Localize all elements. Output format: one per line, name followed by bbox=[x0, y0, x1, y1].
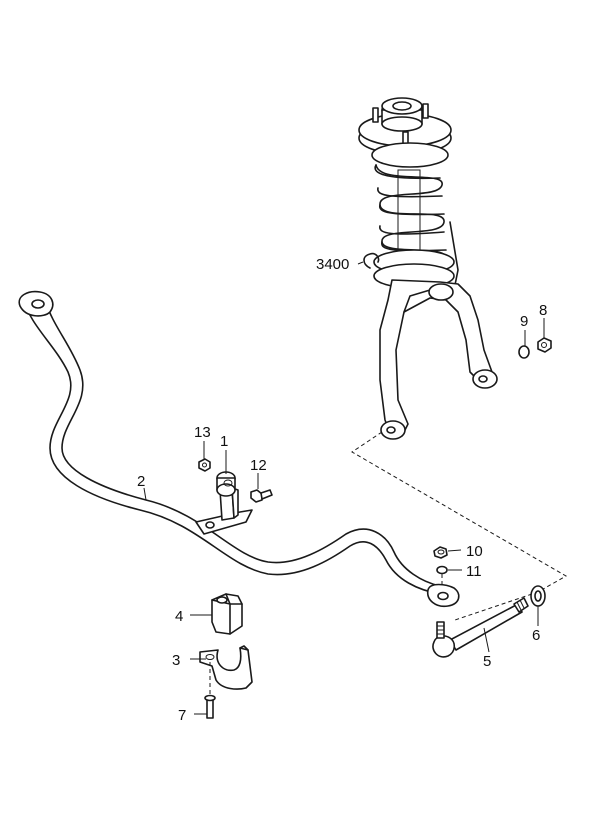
nut-10 bbox=[433, 546, 448, 559]
link-5 bbox=[432, 597, 529, 658]
callout-3: 3 bbox=[172, 652, 180, 669]
leader-lines bbox=[143, 261, 545, 715]
callout-8: 8 bbox=[539, 302, 547, 319]
callout-11: 11 bbox=[466, 563, 482, 580]
bolt-12 bbox=[250, 489, 273, 503]
assembly-line bbox=[351, 431, 568, 621]
callout-13: 13 bbox=[194, 424, 211, 441]
washer-9 bbox=[518, 345, 530, 359]
clip-3400 bbox=[363, 252, 380, 269]
callout-9: 9 bbox=[520, 313, 528, 330]
callout-1: 1 bbox=[220, 433, 228, 450]
nut-8 bbox=[537, 337, 552, 353]
bracket-1 bbox=[195, 471, 253, 535]
callout-6: 6 bbox=[532, 627, 540, 644]
washer-11 bbox=[436, 565, 448, 586]
callout-4: 4 bbox=[175, 608, 183, 625]
bushing-4 bbox=[211, 593, 243, 635]
callout-12: 12 bbox=[250, 457, 267, 474]
callout-7: 7 bbox=[178, 707, 186, 724]
washer-6 bbox=[530, 585, 546, 607]
callout-10: 10 bbox=[466, 543, 483, 560]
callout-5: 5 bbox=[483, 653, 491, 670]
nut-13 bbox=[198, 458, 211, 472]
callout-2: 2 bbox=[137, 473, 145, 490]
bolt-7 bbox=[204, 662, 216, 719]
callout-labels: 1 2 3 4 5 6 7 8 9 10 11 12 13 3400 bbox=[137, 256, 547, 724]
bracket-3 bbox=[199, 645, 253, 690]
strut-assembly bbox=[358, 97, 498, 440]
callout-3400: 3400 bbox=[316, 256, 349, 273]
